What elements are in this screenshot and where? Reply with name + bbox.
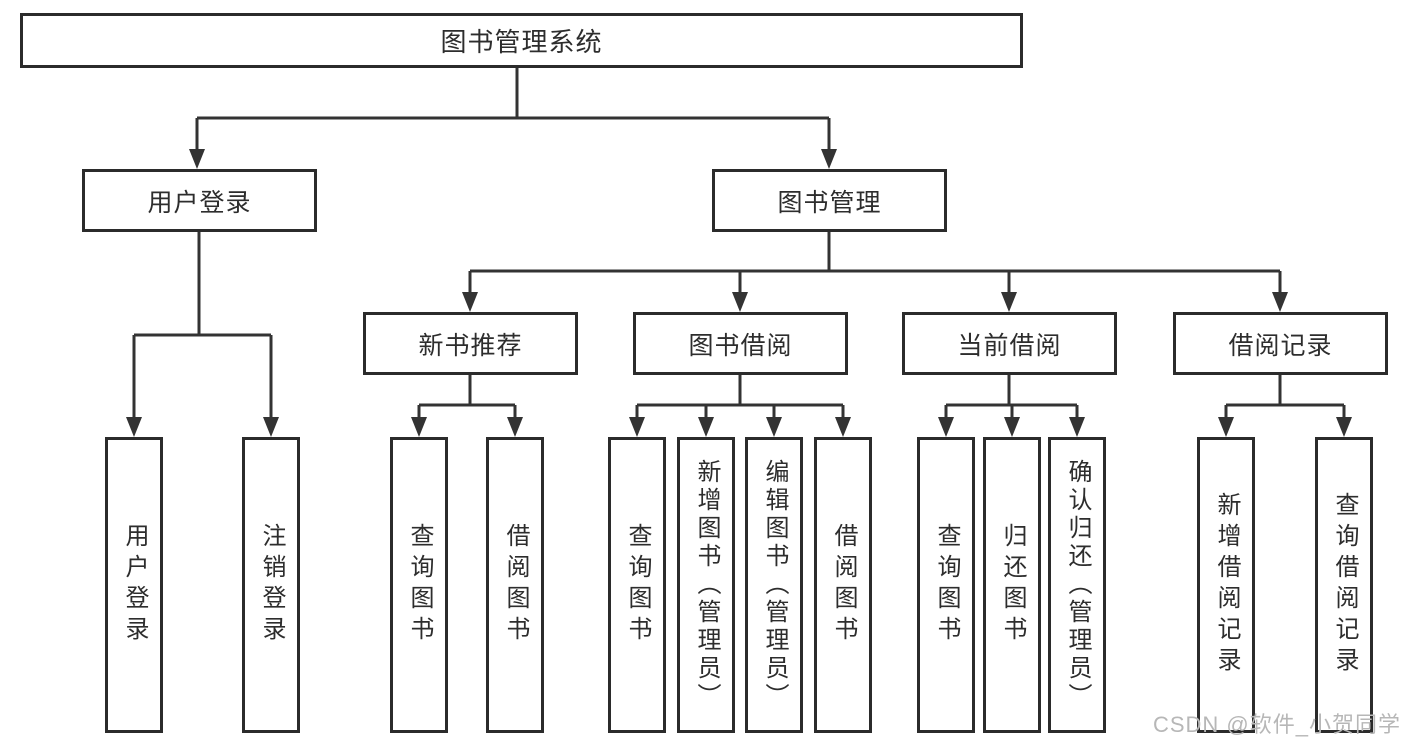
connector-book-management-split xyxy=(468,231,1282,295)
connector-current-borrowing-split xyxy=(944,374,1079,420)
connector-book-borrowing-split xyxy=(635,374,845,420)
leaf-return-books: 归还图书 xyxy=(983,437,1041,733)
leaf-borrow-books-label: 借阅图书 xyxy=(830,523,857,647)
connector-user-login-split xyxy=(132,231,273,420)
leaf-query-books-current: 查询图书 xyxy=(917,437,975,733)
csdn-watermark: CSDN @软件_小贺同学 xyxy=(1152,712,1401,737)
leaf-query-books-borrowing: 查询图书 xyxy=(608,437,666,733)
leaf-add-book-admin: 新增图书（管理员） xyxy=(677,437,735,733)
leaf-logout-label: 注销登录 xyxy=(258,523,285,647)
leaf-borrow-books: 借阅图书 xyxy=(814,437,872,733)
node-book-borrowing-label: 图书借阅 xyxy=(688,331,793,360)
leaf-query-books-recommend: 查询图书 xyxy=(390,437,448,733)
leaf-query-books-recommend-label: 查询图书 xyxy=(406,523,433,647)
leaf-edit-book-admin: 编辑图书（管理员） xyxy=(745,437,803,733)
node-borrowing-records: 借阅记录 xyxy=(1173,312,1388,375)
connector-root-to-level2 xyxy=(195,68,831,152)
leaf-query-books-borrowing-label: 查询图书 xyxy=(624,523,651,647)
arrowheads xyxy=(126,149,1352,437)
leaf-user-login-label: 用户登录 xyxy=(121,523,148,647)
node-current-borrowing-label: 当前借阅 xyxy=(957,331,1062,360)
node-new-book-recommendation-label: 新书推荐 xyxy=(418,331,523,360)
leaf-add-book-admin-label: 新增图书（管理员） xyxy=(693,459,720,711)
leaf-confirm-return-admin-label: 确认归还（管理员） xyxy=(1064,459,1091,711)
connector-borrow-records-split xyxy=(1224,374,1346,420)
node-borrowing-records-label: 借阅记录 xyxy=(1228,331,1333,360)
leaf-return-books-label: 归还图书 xyxy=(999,523,1026,647)
leaf-add-borrow-record: 新增借阅记录 xyxy=(1197,437,1255,733)
leaf-edit-book-admin-label: 编辑图书（管理员） xyxy=(761,459,788,711)
node-book-management-label: 图书管理 xyxy=(777,188,882,217)
leaf-query-books-current-label: 查询图书 xyxy=(933,523,960,647)
node-user-login-label: 用户登录 xyxy=(147,188,252,217)
node-library-management-system-label: 图书管理系统 xyxy=(440,27,603,57)
node-book-management: 图书管理 xyxy=(712,169,947,232)
leaf-borrow-books-recommend-label: 借阅图书 xyxy=(502,523,529,647)
leaf-query-borrow-record: 查询借阅记录 xyxy=(1315,437,1373,733)
leaf-user-login: 用户登录 xyxy=(105,437,163,733)
leaf-borrow-books-recommend: 借阅图书 xyxy=(486,437,544,733)
node-library-management-system: 图书管理系统 xyxy=(20,13,1023,68)
leaf-query-borrow-record-label: 查询借阅记录 xyxy=(1331,492,1358,678)
connector-new-book-split xyxy=(417,374,517,420)
node-user-login: 用户登录 xyxy=(82,169,317,232)
leaf-logout: 注销登录 xyxy=(242,437,300,733)
node-book-borrowing: 图书借阅 xyxy=(633,312,848,375)
node-new-book-recommendation: 新书推荐 xyxy=(363,312,578,375)
leaf-add-borrow-record-label: 新增借阅记录 xyxy=(1213,492,1240,678)
node-current-borrowing: 当前借阅 xyxy=(902,312,1117,375)
leaf-confirm-return-admin: 确认归还（管理员） xyxy=(1048,437,1106,733)
